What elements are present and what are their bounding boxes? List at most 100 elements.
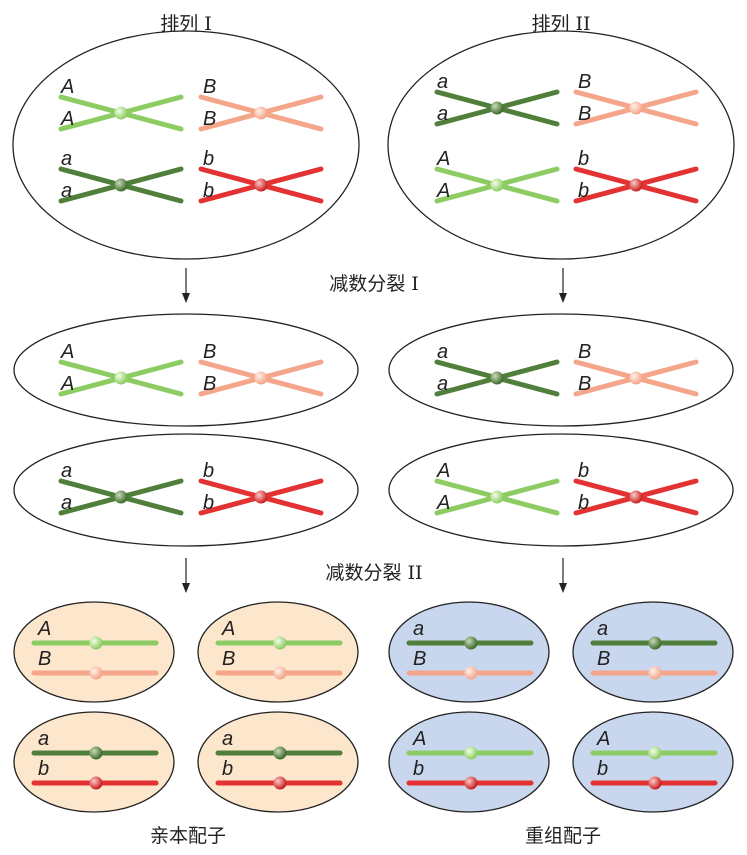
chromosome-b-replicated <box>198 478 324 516</box>
chromosome-a-replicated <box>58 166 184 204</box>
gamete-parental-2 <box>197 601 359 703</box>
centromere-b <box>464 776 478 790</box>
centromere-B <box>648 666 662 680</box>
chromosome-a-replicated <box>58 478 184 516</box>
label-meiosis-2: 减数分裂 II <box>325 562 422 584</box>
allele-label-A: A <box>221 618 235 640</box>
allele-label-b: b <box>203 492 214 514</box>
allele-label-A: A <box>412 728 426 750</box>
allele-label-B: B <box>578 71 591 93</box>
chromosome-b <box>215 776 343 790</box>
allele-label-B: B <box>578 103 591 125</box>
gamete-recombinant-3 <box>388 711 550 813</box>
allele-label-a: a <box>437 103 448 125</box>
centromere-a <box>273 746 287 760</box>
centromere-b <box>648 776 662 790</box>
allele-label-B: B <box>413 648 426 670</box>
allele-label-a: a <box>61 180 72 202</box>
chromosome-B-replicated <box>573 359 699 397</box>
allele-label-a: a <box>437 341 448 363</box>
chromosome-A <box>215 636 343 650</box>
allele-label-A: A <box>436 492 450 514</box>
chromosome-a-replicated <box>434 89 560 127</box>
allele-label-a: a <box>413 618 424 640</box>
centromere-B <box>464 666 478 680</box>
chromosome-a-replicated <box>434 359 560 397</box>
allele-label-b: b <box>597 758 608 780</box>
allele-label-A: A <box>37 618 51 640</box>
chromosome-A-replicated <box>434 478 560 516</box>
gamete-parental-3 <box>13 711 175 813</box>
allele-label-B: B <box>597 648 610 670</box>
allele-label-b: b <box>38 758 49 780</box>
allele-label-A: A <box>596 728 610 750</box>
label-meiosis-1: 减数分裂 I <box>329 273 419 295</box>
allele-label-A: A <box>436 180 450 202</box>
chromosome-B-replicated <box>573 89 699 127</box>
gamete-recombinant-2 <box>572 601 734 703</box>
chromosome-A <box>31 636 159 650</box>
centromere-A <box>490 490 504 504</box>
chromosome-B <box>590 666 718 680</box>
chromosome-a <box>406 636 534 650</box>
chromosome-a <box>590 636 718 650</box>
centromere-a <box>114 490 128 504</box>
centromere-a <box>490 371 504 385</box>
allele-label-A: A <box>60 108 74 130</box>
chromosome-A-replicated <box>434 166 560 204</box>
centromere-b <box>89 776 103 790</box>
allele-label-A: A <box>436 148 450 170</box>
centromere-a <box>114 178 128 192</box>
allele-label-a: a <box>61 148 72 170</box>
chromosome-b-replicated <box>573 478 699 516</box>
centromere-B <box>629 101 643 115</box>
allele-label-B: B <box>578 341 591 363</box>
chromosome-A-replicated <box>58 359 184 397</box>
cell-mid-left-1 <box>13 313 359 427</box>
allele-label-b: b <box>222 758 233 780</box>
label-parental-gametes: 亲本配子 <box>150 825 226 847</box>
gamete-recombinant-4 <box>572 711 734 813</box>
allele-label-A: A <box>60 76 74 98</box>
chromosome-b-replicated <box>198 166 324 204</box>
allele-label-B: B <box>578 373 591 395</box>
allele-label-B: B <box>203 373 216 395</box>
cell-arrangement-1 <box>12 30 360 260</box>
allele-label-b: b <box>203 460 214 482</box>
allele-label-b: b <box>203 148 214 170</box>
cell-mid-left-2 <box>13 433 359 547</box>
centromere-b <box>254 178 268 192</box>
allele-label-B: B <box>203 76 216 98</box>
centromere-A <box>273 636 287 650</box>
centromere-A <box>464 746 478 760</box>
chromosome-B-replicated <box>198 94 324 132</box>
chromosome-b <box>31 776 159 790</box>
gamete-parental-1 <box>13 601 175 703</box>
cell-mid-right-1 <box>388 313 734 427</box>
chromosome-A-replicated <box>58 94 184 132</box>
chromosome-A <box>590 746 718 760</box>
cell-mid-right-2 <box>388 433 734 547</box>
centromere-a <box>464 636 478 650</box>
allele-label-b: b <box>578 492 589 514</box>
centromere-B <box>629 371 643 385</box>
chromosome-b <box>590 776 718 790</box>
arrow-meiosis-2-right <box>559 558 567 593</box>
chromosome-A <box>406 746 534 760</box>
allele-label-b: b <box>578 148 589 170</box>
allele-labels-layer: AABBaabbaaBBAAbbAABBaabbaaBBAAbbABABabab… <box>37 71 610 780</box>
centromere-B <box>89 666 103 680</box>
centromere-b <box>273 776 287 790</box>
centromere-b <box>254 490 268 504</box>
chromosome-a <box>31 746 159 760</box>
centromere-A <box>89 636 103 650</box>
centromere-a <box>89 746 103 760</box>
centromere-B <box>273 666 287 680</box>
gamete-parental-4 <box>197 711 359 813</box>
allele-label-B: B <box>203 341 216 363</box>
arrow-meiosis-1-left <box>182 268 190 303</box>
allele-label-b: b <box>203 180 214 202</box>
title-arrangement-2: 排列 II <box>531 13 590 35</box>
centromere-a <box>648 636 662 650</box>
